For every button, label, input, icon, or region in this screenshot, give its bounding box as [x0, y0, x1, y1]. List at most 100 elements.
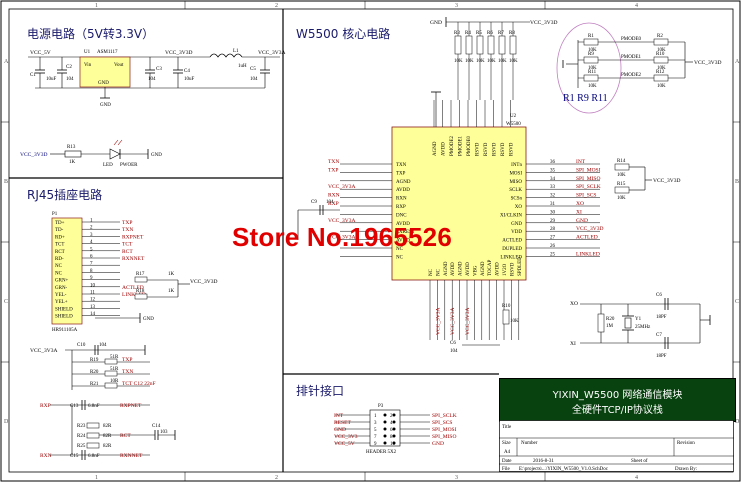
vcc5-label: VCC_5V [30, 50, 51, 56]
w5500-left-net: TXN [328, 159, 339, 165]
tb-date-label: Date [502, 459, 512, 464]
header-left-net: VCC_3V3 [334, 434, 358, 440]
w5500-left-net: VCC_3V3A [328, 218, 356, 224]
ldo-vout: Vout [114, 63, 124, 68]
c3-ref: C3 [156, 67, 162, 72]
top-vcc: VCC_3V3D [530, 20, 558, 26]
pmode-r-left-1: R9 [588, 52, 594, 57]
pmode-r-val-0: 10K [588, 48, 597, 53]
resistor-r25 [86, 442, 100, 449]
w5500-left-net: TXP [328, 167, 338, 173]
col-label-1-bottom: 1 [95, 475, 98, 481]
w5500-left-pin: EXRES1 [396, 230, 415, 235]
row-label-a: A [4, 59, 9, 65]
title-block-table: Title Size A4 Number Revision Date 2016-… [499, 420, 734, 472]
rxp-label: RXP [40, 403, 51, 409]
rj45-pin-net: RXPNET [122, 234, 144, 240]
c1-ref: C1 [30, 73, 36, 78]
w5500-left-pin: AVDD [396, 188, 410, 193]
r20-ref: R20 [606, 317, 615, 322]
c6-val: 104 [450, 349, 458, 354]
rj45-connector [51, 217, 83, 325]
c4-val: 10uF [184, 77, 195, 82]
ldo-gnd: GND [98, 81, 109, 86]
rj45-pin-num: 12 [90, 298, 96, 303]
w5500-right-net: XO [576, 201, 584, 207]
w5500-right-net: SPI_SCS [576, 193, 597, 199]
w5500-right-net: GND [576, 218, 588, 224]
vcc33a-label: VCC_3V3A [258, 50, 286, 56]
r23-val: 82R [103, 424, 112, 429]
c1-val: 10uF [46, 77, 57, 82]
power-circuit: VCC_5V U1 ASM1117 Vin Vout GND GND C1 10… [20, 49, 286, 168]
tb-title-label: Title [502, 425, 512, 430]
ldo-ref: U1 [84, 50, 91, 55]
rj45-pin-num: 7 [90, 262, 93, 267]
w5500-right-net: ACTLED [576, 235, 598, 241]
header-left-num: 1 [374, 414, 377, 419]
header-left-net: GND [334, 427, 346, 433]
r15-val: 10K [617, 196, 626, 201]
header-pin-dot [383, 434, 387, 438]
tb-size: A4 [504, 450, 511, 455]
header-left-net: VCC_5V [334, 441, 355, 447]
rj45-pin-num: 10 [90, 283, 96, 288]
ldo-vin: Vin [84, 63, 92, 68]
c9-val: 104 [326, 200, 334, 205]
c15-val: 6.8nF [88, 454, 100, 459]
crystal-y1 [624, 317, 632, 329]
w5500-right-num: 32 [550, 194, 556, 199]
w5500-right-pin: ACTLED [502, 239, 522, 244]
tb-size-label: Size [502, 441, 511, 446]
w5500-right-pin: VDD [511, 230, 522, 235]
w5500-bottom-pin: AVDD [466, 262, 471, 276]
w5500-right-pin: INTn [511, 163, 522, 168]
top-resistor [498, 35, 506, 55]
top-resistor-ref: R4 [465, 31, 471, 36]
c6-xo-val: 18PF [656, 315, 667, 320]
header-right-net: SPI_MOSI [432, 427, 457, 433]
w5500-right-num: 34 [550, 177, 556, 182]
r24-ref: R24 [77, 434, 86, 439]
y1-val: 25MHz [635, 325, 651, 330]
rj45-pin-net: ACTLED [122, 285, 144, 291]
title-line-2: 全硬件TCP/IP协议栈 [572, 405, 663, 416]
term-val: 51R [110, 367, 119, 372]
header-left-num: 7 [374, 435, 377, 440]
r23-ref: R23 [77, 424, 86, 429]
top-resistor-val: 10K [476, 59, 485, 64]
led-gnd: GND [151, 153, 162, 158]
w5500-right-net: VCC_3V3D [576, 226, 604, 232]
top-resistor-val: 10K [498, 59, 507, 64]
header-pin-dot [392, 413, 396, 417]
pmode-r-left-0: R1 [588, 34, 594, 39]
w5500-bottom-pin: AVDD [451, 262, 456, 276]
r14-ref: R14 [617, 159, 626, 164]
pmode-r-right-0: R2 [657, 34, 663, 39]
row-label-b: B [4, 179, 8, 185]
rj45-pin-net: TXP [122, 220, 132, 226]
header-right-num: 4 [390, 421, 393, 426]
term-resistor [104, 382, 118, 389]
rj45-pin-num: 5 [90, 247, 93, 252]
rj45-pin-name: RD+ [55, 235, 65, 240]
store-watermark: Store No.1965526 [232, 222, 452, 252]
r20-val: 1M [606, 324, 614, 329]
w5500-right-pin: LINKLED [500, 255, 522, 260]
top-resistor-ref: R6 [487, 31, 493, 36]
pmode-vcc: VCC_3V3D [694, 60, 722, 66]
rj45-pin-name: SHIELD [55, 315, 73, 320]
rj45-pin-net: RXNNET [122, 256, 145, 262]
w5500-left-pin: NC [396, 247, 404, 252]
pmode-r-rval-1: 10K [657, 66, 666, 71]
c13-ref: C13 [70, 404, 79, 409]
rj45-pin-name: RD- [55, 257, 64, 262]
rj45-pin-num: 2 [90, 226, 93, 231]
inner-frame [8, 8, 734, 473]
rct-label: RCT [120, 433, 131, 439]
rj45-pin-num: 14 [90, 312, 96, 317]
r25-val: 82R [103, 444, 112, 449]
c14-val: 103 [160, 430, 168, 435]
